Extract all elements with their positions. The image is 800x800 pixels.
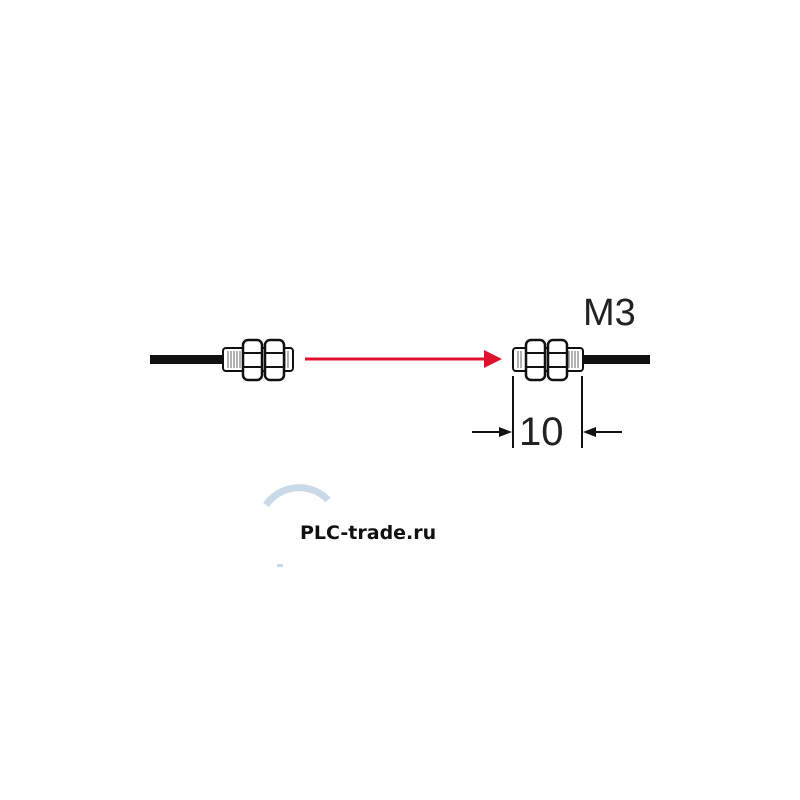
thread-size-label: M3 bbox=[583, 292, 636, 334]
dimension-lines bbox=[472, 376, 622, 448]
light-beam-arrow bbox=[305, 350, 502, 368]
emitter-nut-2 bbox=[263, 338, 286, 382]
watermark-dot bbox=[277, 564, 283, 567]
dimension-label: 10 bbox=[519, 410, 564, 454]
receiver-nut-1 bbox=[524, 338, 547, 382]
emitter-sensor bbox=[150, 338, 294, 382]
dimension-arrow-right bbox=[583, 427, 596, 437]
watermark-arc bbox=[263, 484, 331, 508]
watermark-text: PLC-trade.ru bbox=[300, 522, 437, 544]
receiver-cable bbox=[582, 355, 650, 364]
receiver-sensor bbox=[512, 338, 650, 382]
receiver-nut-2 bbox=[546, 338, 569, 382]
emitter-nut-1 bbox=[241, 338, 264, 382]
emitter-cable bbox=[150, 355, 223, 364]
dimension-arrow-left bbox=[499, 427, 512, 437]
